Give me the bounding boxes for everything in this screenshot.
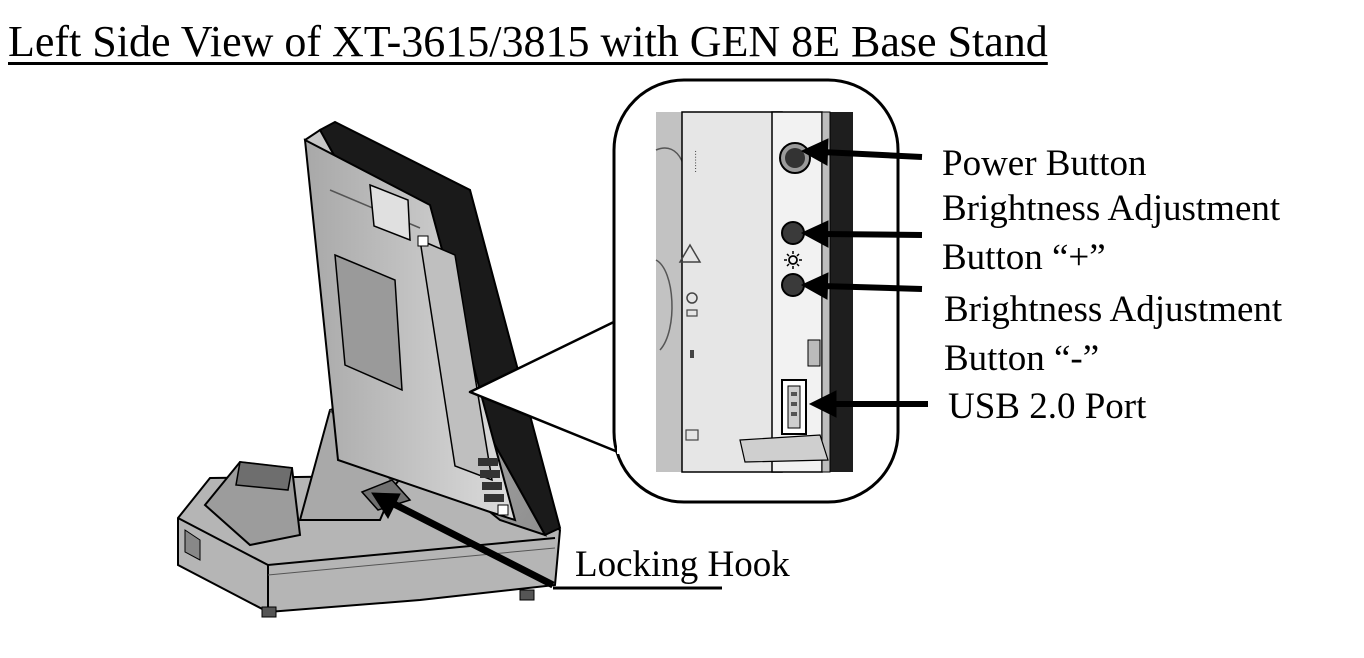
brightness-minus-label-line1: Brightness Adjustment xyxy=(944,289,1283,330)
arrow-icon xyxy=(808,390,928,418)
brightness-plus-button-icon xyxy=(781,221,805,245)
callout-arrows xyxy=(371,138,928,589)
brightness-minus-button-icon xyxy=(781,273,805,297)
page-title: Left Side View of XT-3615/3815 with GEN … xyxy=(8,17,1048,66)
arrow-icon xyxy=(800,220,923,248)
monitor xyxy=(303,120,562,537)
usb-port-label: USB 2.0 Port xyxy=(948,386,1147,427)
power-button-label: Power Button xyxy=(942,143,1147,184)
locking-hook-label: Locking Hook xyxy=(575,544,790,585)
zoomed-side-panel: ........ xyxy=(655,111,853,473)
brightness-plus-label-line2: Button “+” xyxy=(942,237,1106,278)
arrow-icon xyxy=(800,272,923,300)
brightness-plus-label-line1: Brightness Adjustment xyxy=(942,188,1281,229)
arrow-icon xyxy=(800,138,923,166)
sun-icon xyxy=(784,251,802,269)
base-stand xyxy=(177,460,562,618)
power-button-icon xyxy=(779,142,811,174)
brightness-minus-label-line2: Button “-” xyxy=(944,338,1100,379)
svg-text:........: ........ xyxy=(692,150,702,173)
arrow-icon xyxy=(371,492,555,589)
usb-port-icon xyxy=(781,379,807,435)
